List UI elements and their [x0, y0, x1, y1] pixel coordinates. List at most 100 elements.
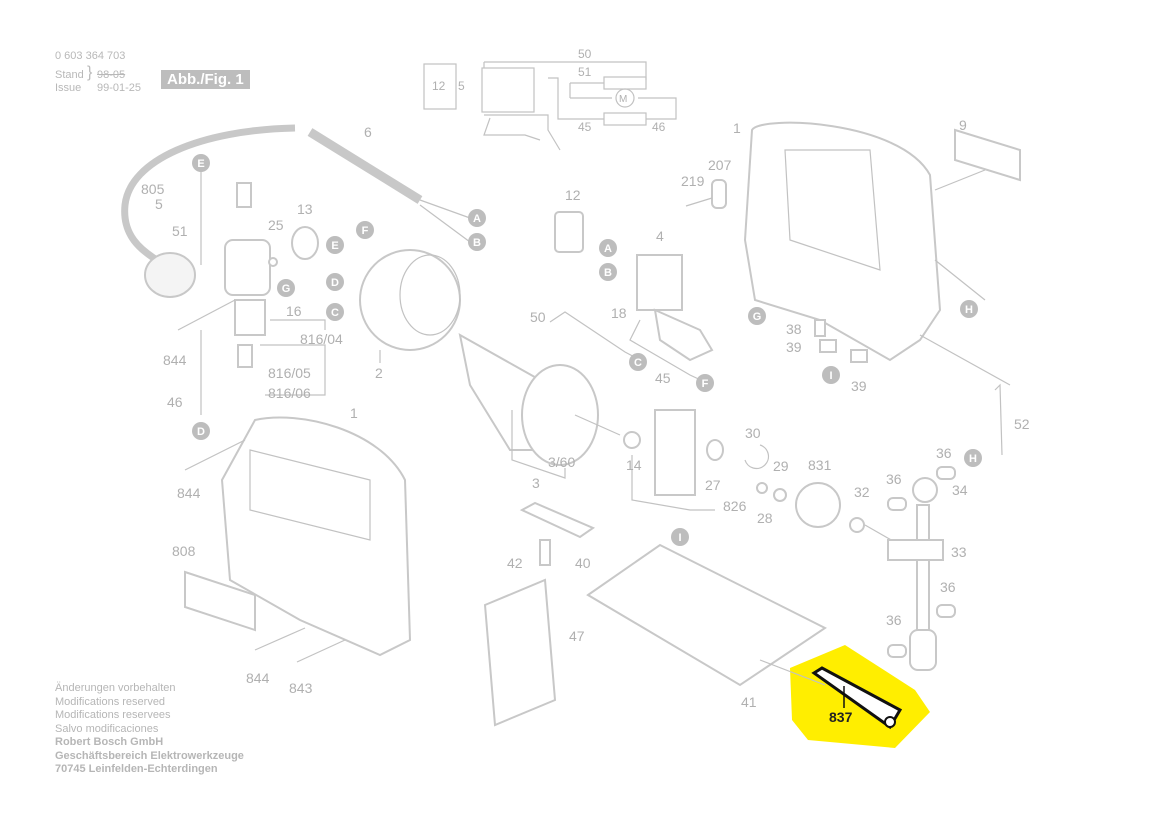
svg-text:I: I — [829, 370, 832, 382]
wiring-label-45: 45 — [578, 120, 592, 134]
bushing-32 — [849, 517, 865, 533]
footer-line: Salvo modificaciones — [55, 722, 159, 735]
brush-top — [236, 182, 252, 208]
svg-text:E: E — [197, 158, 204, 170]
issue-value: 99-01-25 — [97, 82, 142, 94]
part-label-p36a: 36 — [936, 445, 952, 461]
part-label-p816_05: 816/05 — [268, 365, 311, 381]
connector-h2: H — [964, 449, 982, 467]
pin-27 — [706, 439, 724, 461]
svg-text:H: H — [965, 304, 973, 316]
circlip-30 — [744, 444, 770, 470]
part-label-p29: 29 — [773, 458, 789, 474]
housing-half-right — [743, 121, 942, 362]
part-label-p844b: 844 — [177, 485, 201, 501]
connector-f2: F — [696, 374, 714, 392]
connector-d2: D — [192, 422, 210, 440]
wiring-label-12: 12 — [432, 79, 446, 93]
part-number: 0 603 364 703 — [55, 50, 126, 62]
svg-text:F: F — [362, 225, 369, 237]
part-label-p34: 34 — [952, 482, 968, 498]
svg-text:G: G — [282, 283, 291, 295]
pin-38 — [814, 319, 826, 337]
part-label-p36b: 36 — [886, 471, 902, 487]
footer-line: Modifications reservees — [55, 709, 171, 721]
screw-219 — [685, 197, 713, 207]
connector-c2: C — [629, 353, 647, 371]
part-label-p826: 826 — [723, 498, 747, 514]
part-label-p5: 5 — [155, 196, 163, 212]
brace-icon: } — [87, 64, 93, 81]
part-label-p28: 28 — [757, 510, 773, 526]
connector-b2: B — [599, 263, 617, 281]
company-name: Robert Bosch GmbH — [55, 736, 164, 748]
wiring-label-5: 5 — [458, 79, 465, 93]
yoke-33 — [887, 539, 944, 561]
part-label-p40: 40 — [575, 555, 591, 571]
part-label-p32: 32 — [854, 484, 870, 500]
connector-g1: G — [277, 279, 295, 297]
part-label-p844a: 844 — [163, 352, 187, 368]
connector-i1: I — [822, 366, 840, 384]
switch-4 — [636, 254, 683, 311]
part-label-p1a: 1 — [733, 120, 741, 136]
bushing-14 — [623, 431, 641, 449]
part-label-p25: 25 — [268, 217, 284, 233]
lever-837 — [811, 666, 903, 730]
roller-36d — [887, 644, 907, 658]
part-label-p18: 18 — [611, 305, 627, 321]
part-label-837[interactable]: 837 — [829, 709, 853, 725]
part-label-p9: 9 — [959, 117, 967, 133]
part-label-p805: 805 — [141, 181, 165, 197]
part-label-p47: 47 — [569, 628, 585, 644]
part-label-p207: 207 — [708, 157, 732, 173]
connector-a2: A — [599, 239, 617, 257]
part-label-p52: 52 — [1014, 416, 1030, 432]
connector-e1: E — [192, 154, 210, 172]
roller-36a — [936, 466, 956, 480]
screw-844b — [184, 439, 246, 471]
part-label-p843: 843 — [289, 680, 313, 696]
part-label-p12: 12 — [565, 187, 581, 203]
washer-28 — [756, 482, 768, 494]
figure-label: Abb./Fig. 1 — [161, 70, 250, 89]
nut-39a — [819, 339, 837, 353]
wiring-box-12 — [423, 63, 457, 110]
wiring-switch — [481, 67, 535, 113]
base-plate-41 — [586, 543, 827, 687]
connector-e2: E — [326, 236, 344, 254]
connector-c1: C — [326, 303, 344, 321]
connector-d1: D — [326, 273, 344, 291]
wiring-label-50: 50 — [578, 47, 592, 61]
division-name: Geschäftsbereich Elektrowerkzeuge — [55, 749, 244, 762]
part-label-p30: 30 — [745, 425, 761, 441]
counterweight — [654, 409, 696, 496]
connector-i2: I — [671, 528, 689, 546]
issue-label: Issue — [55, 82, 82, 94]
cover-47 — [483, 578, 557, 727]
plug — [144, 252, 196, 298]
resistor-45 — [603, 112, 647, 126]
motor-symbol — [615, 88, 635, 108]
part-label-p816_06: 816/06 — [268, 385, 311, 401]
svg-text:B: B — [604, 267, 612, 279]
svg-text:C: C — [634, 357, 642, 369]
brush-holder — [224, 239, 271, 296]
fan — [521, 364, 599, 466]
svg-text:B: B — [473, 237, 481, 249]
part-label-p27: 27 — [705, 477, 721, 493]
stand-label: Stand — [55, 69, 84, 81]
part-label-p4: 4 — [656, 228, 664, 244]
rod-52 — [919, 334, 1011, 456]
part-label-p3_60: 3/60 — [548, 454, 575, 470]
bearing-13 — [291, 226, 319, 260]
svg-text:C: C — [331, 307, 339, 319]
part-label-p2: 2 — [375, 365, 383, 381]
part-label-p50: 50 — [530, 309, 546, 325]
plunger — [916, 504, 930, 636]
svg-text:A: A — [604, 243, 612, 255]
svg-text:H: H — [969, 453, 977, 465]
svg-text:D: D — [197, 426, 205, 438]
part-label-p39b: 39 — [851, 378, 867, 394]
part-label-p13: 13 — [297, 201, 313, 217]
